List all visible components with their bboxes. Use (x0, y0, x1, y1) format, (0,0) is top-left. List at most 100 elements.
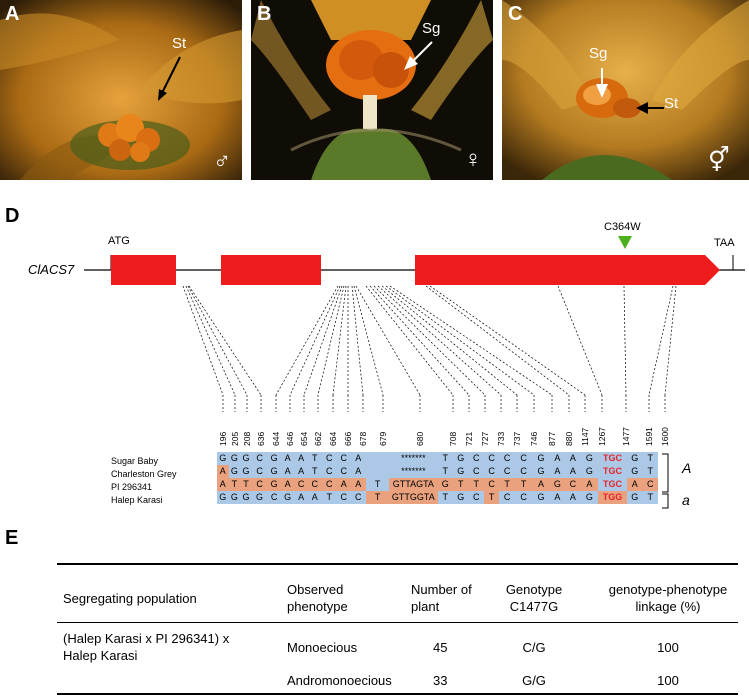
number-cell: 45 (433, 640, 448, 655)
connector-line (188, 285, 262, 396)
alignment-cell: G (549, 478, 566, 491)
alignment-cell: A (532, 478, 550, 491)
alignment-cell: T (483, 491, 500, 504)
position-label: 205 (230, 431, 240, 446)
alignment-cell: C (499, 491, 515, 504)
alignment-cell: A (294, 452, 308, 465)
arrow-st-c (636, 102, 664, 114)
alignment-cell: TGC (598, 465, 628, 478)
header-genotype: Genotype C1477G (505, 582, 563, 614)
connector-line (557, 285, 603, 396)
position-label: 678 (358, 431, 368, 446)
panel-label-a: A (5, 3, 20, 25)
alignment-cell: A (217, 465, 229, 478)
linkage-cell: 100 (657, 640, 679, 655)
position-label: 1600 (660, 427, 670, 446)
male-symbol: ♂ (213, 148, 231, 175)
connector-line (664, 285, 677, 396)
alignment-cell: C (294, 478, 308, 491)
alignment-cell: A (350, 465, 366, 478)
alignment-cell: C (336, 452, 351, 465)
alignment-cell: ******* (389, 465, 438, 478)
alignment-cell: A (549, 452, 566, 465)
genotype-cell: C/G (522, 640, 546, 655)
alignment-cell: G (280, 491, 295, 504)
alignment-cell: A (565, 452, 581, 465)
connector-line (289, 285, 341, 396)
alignment-cell: A (549, 465, 566, 478)
alignment-cell: C (321, 452, 337, 465)
exon-3 (415, 255, 720, 285)
alignment-cell: G (453, 491, 469, 504)
position-label: 680 (415, 431, 425, 446)
alignment-cell: T (307, 465, 322, 478)
position-label: 880 (564, 431, 574, 446)
alignment-cell: G (627, 452, 643, 465)
alignment-cell: A (280, 478, 295, 491)
connector-line (377, 285, 502, 396)
position-label: 1477 (621, 427, 631, 446)
alignment-cell: C (514, 465, 533, 478)
exon-1 (111, 255, 176, 285)
alignment-cell: A (336, 478, 351, 491)
alignment-cell: G (532, 465, 550, 478)
female-symbol: ♀ (464, 146, 482, 173)
alignment-cell: A (580, 478, 599, 491)
position-label: 666 (343, 431, 353, 446)
header-number: Number of plant (411, 582, 472, 614)
connector-line (353, 285, 384, 396)
connector-line (623, 285, 627, 396)
connector-line (425, 285, 570, 396)
connector-line (373, 285, 486, 396)
alignment-cell: A (565, 491, 581, 504)
alignment-cell: G (228, 465, 241, 478)
alignment-cell: C (514, 452, 533, 465)
position-label: 1591 (644, 427, 654, 446)
connector-line (355, 285, 421, 396)
alignment-cell: ******* (389, 452, 438, 465)
alignment-cell: G (228, 452, 241, 465)
alignment-cell: C (321, 478, 337, 491)
alignment-cell: C (483, 452, 500, 465)
alignment-cell: G (240, 452, 252, 465)
alignment-cell: T (499, 478, 515, 491)
exon-2 (221, 255, 321, 285)
connector-line (303, 285, 343, 396)
alignment-cell: A (294, 491, 308, 504)
position-label: 733 (496, 431, 506, 446)
table-mid-rule (57, 622, 738, 623)
alignment-cell: C (483, 465, 500, 478)
position-label: 636 (256, 431, 266, 446)
connector-line (429, 285, 586, 396)
alignment-cell: C (336, 491, 351, 504)
panel-label-e: E (5, 527, 19, 549)
alignment-cell: A (627, 478, 643, 491)
connector-line (389, 285, 553, 396)
connector-line (648, 285, 674, 396)
position-label: 196 (218, 431, 228, 446)
header-linkage: genotype-phenotype linkage (%) (608, 582, 728, 614)
position-label: 737 (512, 431, 522, 446)
phenotype-cell: Andromonoecious (287, 673, 392, 688)
number-cell: 33 (433, 673, 448, 688)
alignment-cell: GTTGGTA (389, 491, 438, 504)
alignment-cell: T (437, 491, 453, 504)
alignment-cell: C (514, 491, 533, 504)
photo-panel-a (0, 0, 242, 180)
alignment-cell: C (468, 452, 484, 465)
alignment-cell: C (642, 478, 658, 491)
alignment-cell: G (437, 478, 453, 491)
arrow-sg-c (596, 68, 608, 98)
annotation-st-a: St (172, 35, 187, 52)
panel-label-d: D (5, 205, 20, 227)
bisexual-symbol: ⚥ (708, 147, 730, 174)
alignment-cell: T (642, 452, 658, 465)
alignment-cell: G (453, 452, 469, 465)
genotype-cell: G/G (522, 673, 546, 688)
connector-line (385, 285, 535, 396)
allele-a-upper: A (682, 460, 692, 476)
alignment-cell: C (251, 465, 268, 478)
annotation-sg-c: Sg (589, 45, 608, 62)
alignment-cell: C (307, 478, 322, 491)
